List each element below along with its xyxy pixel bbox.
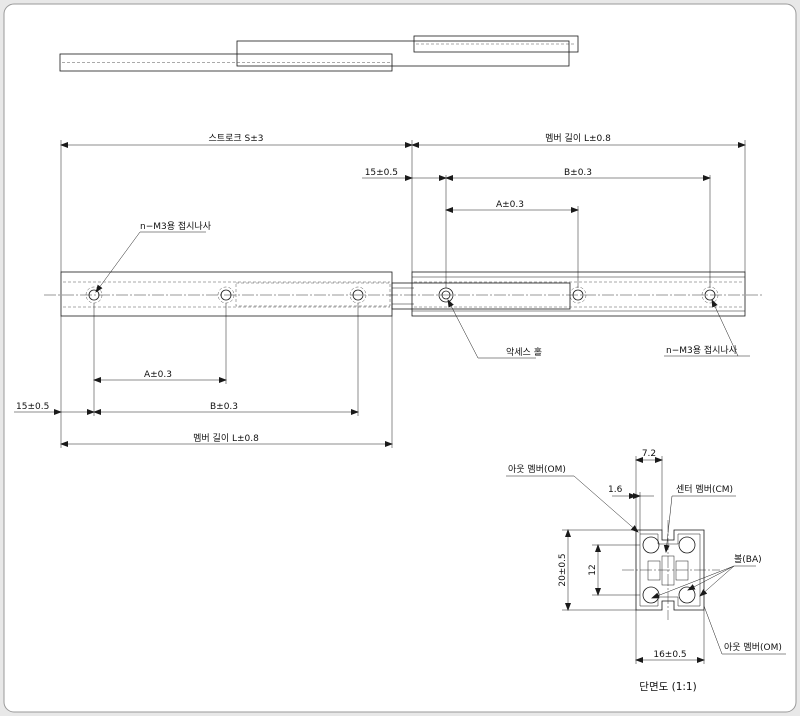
offset-right-label: 15±0.5 <box>365 168 398 178</box>
screw-hole <box>572 289 584 301</box>
stroke-label: 스트로크 S±3 <box>209 133 264 144</box>
dim-12-label: 12 <box>588 564 598 575</box>
top-rail-view <box>59 35 579 72</box>
offset-left-label: 15±0.5 <box>16 402 49 412</box>
ball <box>678 586 696 604</box>
screw-hole <box>88 289 100 301</box>
section-caption: 단면도 (1:1) <box>639 681 696 693</box>
b-right-label: B±0.3 <box>564 168 592 178</box>
dim-7-2-label: 7.2 <box>642 449 656 459</box>
ball-label: 볼(BA) <box>734 554 762 565</box>
member-length-right-label: 멤버 길이 L±0.8 <box>545 133 611 144</box>
a-left-label: A±0.3 <box>144 370 172 380</box>
screw-right-label: n−M3용 접시나사 <box>666 344 738 356</box>
lower-dimensions <box>14 303 393 448</box>
upper-dimensions <box>60 140 746 288</box>
cross-section <box>506 456 786 664</box>
dim-1-6-label: 1.6 <box>608 485 623 495</box>
ball <box>642 536 660 554</box>
b-left-label: B±0.3 <box>210 402 238 412</box>
screw-hole <box>352 289 364 301</box>
screw-hole <box>220 289 232 301</box>
screw-left-label: n−M3용 접시나사 <box>140 220 212 232</box>
outer-member-bottom-label: 아웃 멤버(OM) <box>724 642 782 653</box>
access-hole-label: 악세스 홀 <box>506 346 542 358</box>
screw-hole <box>704 289 716 301</box>
drawing-sheet <box>3 3 797 713</box>
dim-20-label: 20±0.5 <box>558 553 568 586</box>
outer-member-top-label: 아웃 멤버(OM) <box>508 464 566 475</box>
ball <box>678 536 696 554</box>
dim-16-label: 16±0.5 <box>653 650 686 660</box>
member-length-left-label: 멤버 길이 L±0.8 <box>193 433 259 444</box>
a-right-label: A±0.3 <box>496 200 524 210</box>
center-member-label: 센터 멤버(CM) <box>676 484 733 495</box>
